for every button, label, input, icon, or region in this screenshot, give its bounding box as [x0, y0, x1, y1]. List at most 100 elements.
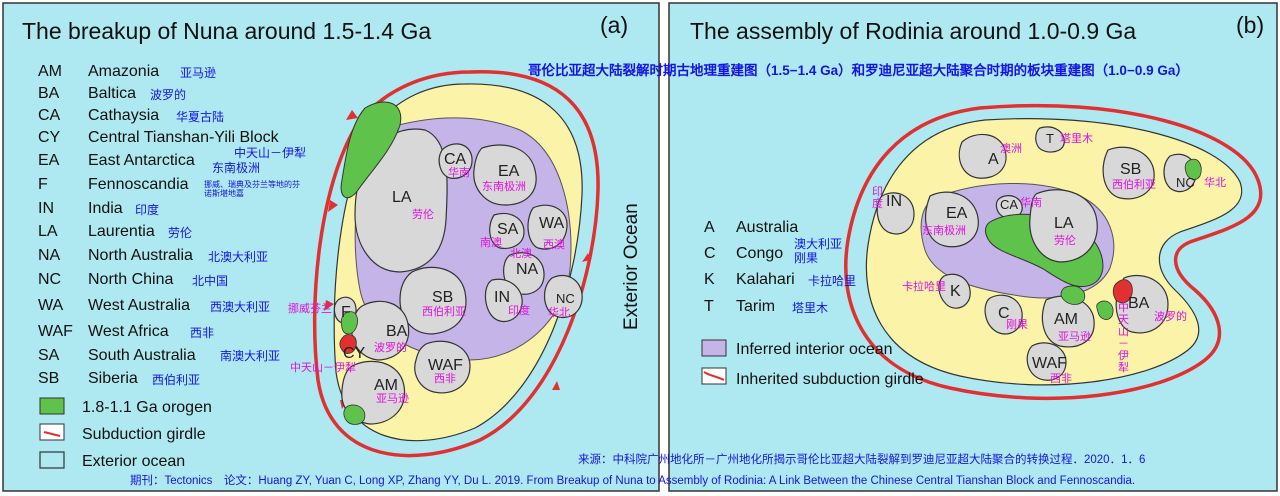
map-label: A	[988, 151, 999, 168]
panel-a-letter: (a)	[600, 12, 629, 38]
panel-a-orogen-AM	[343, 404, 366, 425]
legend-name: West Australia	[88, 297, 190, 314]
legend-zh: 中天山－伊犁	[234, 146, 307, 160]
panel-a-orogen-LA	[340, 101, 402, 199]
legend-abbr: T	[704, 298, 714, 315]
legend-abbr: F	[38, 176, 48, 193]
panel-a-block-EA	[473, 144, 537, 206]
map-label: EA	[498, 163, 520, 180]
panel-b-block-WAF	[1026, 342, 1067, 381]
legend-abbr: IN	[38, 200, 54, 217]
map-label: SA	[497, 221, 519, 238]
panel-a-block-CA	[438, 143, 473, 179]
girdle-swatch-line	[43, 431, 61, 437]
panel-b-block-CY	[1112, 279, 1133, 304]
map-label: WAF	[428, 357, 463, 374]
exterior-ocean-label: Exterior Ocean	[621, 203, 642, 330]
interior-ocean-key-label: Inferred interior ocean	[736, 341, 893, 358]
legend-name: India	[88, 200, 123, 217]
panel-a-block-SA	[489, 212, 525, 249]
legend-abbr: SB	[38, 370, 60, 387]
banner-caption: 哥伦比亚超大陆裂解时期古地理重建图（1.5−1.4 Ga）和罗迪尼亚超大陆聚合时…	[528, 63, 1189, 78]
map-label: IN	[886, 193, 902, 210]
legend-abbr: C	[704, 245, 716, 262]
map-label-zh: 西非	[1050, 373, 1072, 385]
legend-zh: 西非	[190, 326, 215, 340]
map-label: NC	[556, 291, 575, 306]
panel-a-block-WA	[527, 204, 568, 250]
map-label-zh: 中天山－伊犁	[290, 362, 356, 374]
map-label: SB	[432, 289, 454, 306]
map-label-zh: 劳伦	[412, 209, 434, 221]
legend-abbr: WA	[38, 297, 64, 314]
orogen-swatch	[39, 397, 65, 415]
map-label-zh: 印度	[508, 305, 530, 317]
panel-b-block-A	[958, 133, 1007, 179]
legend-zh: 澳大利亚	[794, 237, 843, 251]
map-label-zh: 东南极洲	[482, 181, 526, 193]
legend-name: East Antarctica	[88, 152, 195, 169]
legend-abbr: NA	[38, 247, 61, 264]
map-label: WAF	[1032, 355, 1067, 372]
map-label-zh: 中天山－伊犁	[1118, 302, 1129, 375]
map-label: AM	[374, 377, 398, 394]
orogen-key-label: 1.8-1.1 Ga orogen	[82, 399, 212, 416]
panel-a-block-CY	[339, 334, 357, 354]
legend-zh: 印度	[135, 203, 160, 217]
legend-name: West Africa	[88, 323, 169, 340]
panel-b-block-T	[1035, 126, 1065, 153]
map-label-zh: 澳洲	[1000, 143, 1022, 155]
map-label-zh: 华南	[1020, 197, 1042, 209]
legend-zh: 西伯利亚	[152, 373, 201, 387]
panel-a-block-IN	[484, 278, 523, 323]
panel-b-block-K	[938, 273, 971, 309]
legend-abbr: WAF	[38, 323, 73, 340]
map-label-zh: 西澳	[543, 239, 565, 251]
map-label: LA	[392, 189, 412, 206]
inherited-girdle-key-label: Inherited subduction girdle	[736, 371, 924, 388]
legend-abbr: AM	[38, 63, 62, 80]
legend-zh: 北澳大利亚	[208, 250, 269, 264]
legend-name: Kalahari	[736, 271, 795, 288]
map-label: SB	[1120, 161, 1142, 178]
legend-zh: 东南极洲	[212, 161, 261, 175]
legend-name: Australia	[736, 219, 799, 236]
map-label: CA	[1000, 197, 1019, 212]
legend-zh: 西澳大利亚	[210, 300, 271, 314]
legend-zh: 卡拉哈里	[808, 274, 857, 288]
legend-zh: 南澳大利亚	[220, 349, 281, 363]
panel-b-block-C	[984, 294, 1023, 335]
interior-ocean-swatch	[701, 339, 727, 357]
legend-zh: 挪威、瑞典及芬兰等地的芬诺斯堪地嘉	[204, 180, 300, 199]
ocean-key-label: Exterior ocean	[82, 453, 186, 470]
map-label-zh: 亚马逊	[1058, 331, 1091, 343]
map-label-zh: 西伯利亚	[1112, 179, 1156, 191]
panel-a-block-LA	[354, 128, 448, 273]
legend-abbr: LA	[38, 223, 58, 240]
map-label-zh: 印度	[872, 186, 883, 211]
legend-name: Siberia	[88, 370, 138, 387]
legend-zh: 亚马逊	[180, 66, 217, 80]
map-label: T	[1046, 131, 1054, 146]
panel-b-orogen-BA	[1096, 300, 1114, 320]
legend-name: Fennoscandia	[88, 176, 189, 193]
legend-abbr: CY	[38, 129, 61, 146]
panel-b-subduction-girdle	[844, 103, 1263, 400]
map-label-zh: 华北	[548, 307, 570, 319]
citation-caption: 期刊：Tectonics 论文：Huang ZY, Yuan C, Long X…	[130, 475, 1136, 487]
legend-zh: 塔里木	[792, 301, 829, 315]
legend-name: Congo	[736, 245, 784, 262]
map-label-zh: 华北	[1204, 177, 1226, 189]
map-label-zh: 西伯利亚	[422, 306, 466, 318]
ocean-swatch	[39, 451, 65, 469]
map-label-zh: 西非	[434, 373, 456, 385]
map-label-zh: 华南	[448, 167, 470, 179]
legend-name: Amazonia	[88, 63, 160, 80]
legend-zh: 华夏古陆	[176, 110, 225, 124]
legend-name: North China	[88, 271, 174, 288]
map-label: NC	[1176, 175, 1195, 190]
legend-name: North Australia	[88, 247, 193, 264]
map-label: WA	[539, 215, 565, 232]
